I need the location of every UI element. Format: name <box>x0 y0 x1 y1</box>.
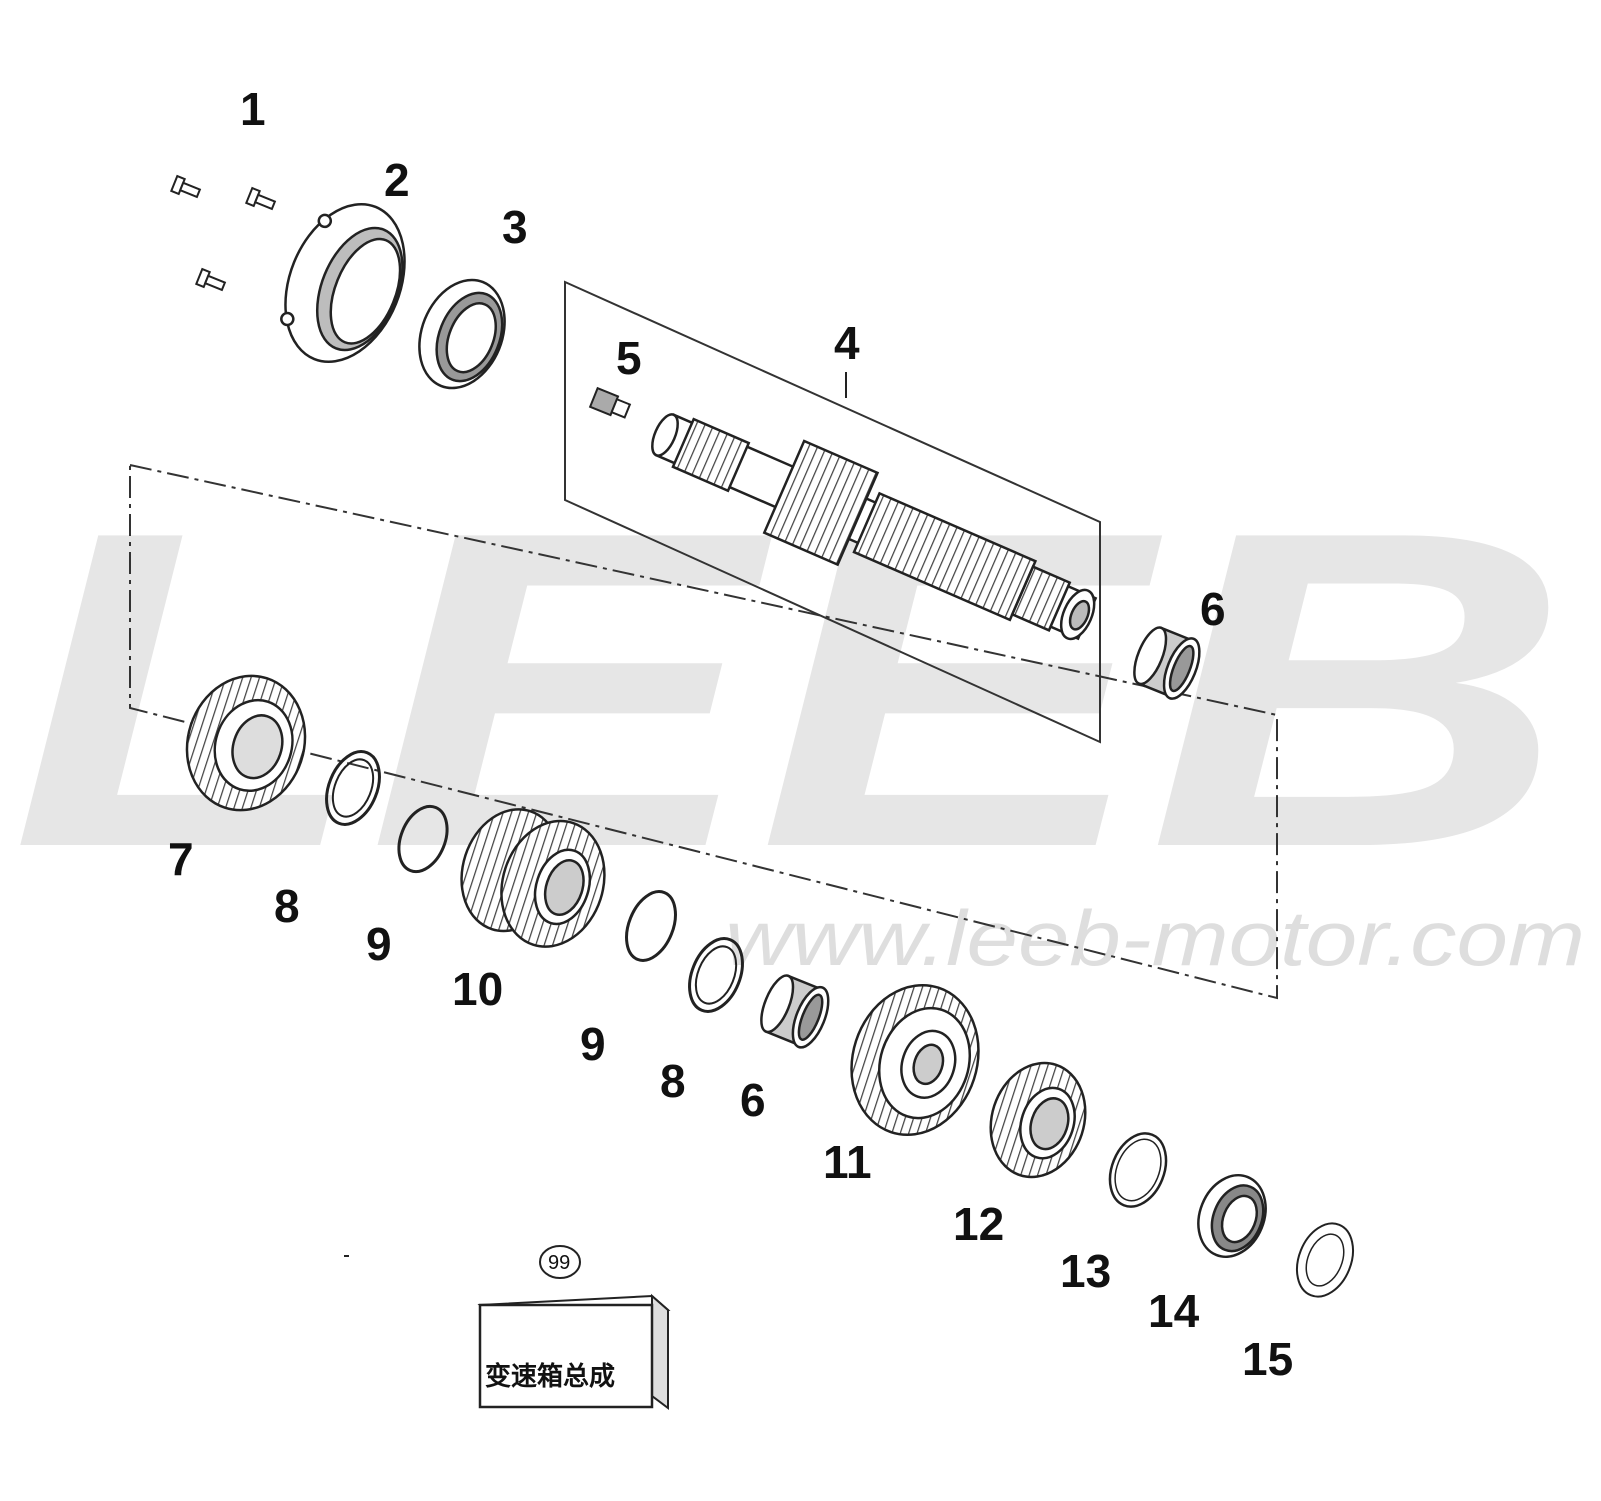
bearing-retainer-part-2 <box>280 202 406 364</box>
washer-part-15 <box>1296 1222 1354 1298</box>
gear-part-11 <box>850 983 980 1137</box>
callout-labels: 1 2 3 4 5 6 6 7 8 9 10 9 8 11 12 13 14 1… <box>168 83 1293 1385</box>
kit-label: 变速箱总成 <box>485 1361 615 1392</box>
callout-1: 1 <box>240 83 266 135</box>
main-shaft-part-4 <box>651 413 1098 641</box>
callout-10: 10 <box>452 963 503 1015</box>
callout-5: 5 <box>616 332 642 384</box>
circlip-part-9-right <box>625 890 677 962</box>
kit-number: 99 <box>548 1252 570 1274</box>
gear-assembly-frame <box>129 463 1278 1000</box>
shaft-assembly-frame <box>564 280 1101 744</box>
callout-11: 11 <box>823 1136 872 1188</box>
callout-6b: 6 <box>740 1074 766 1126</box>
callout-13: 13 <box>1060 1245 1111 1297</box>
callout-15: 15 <box>1242 1333 1293 1385</box>
callout-9b: 9 <box>580 1018 606 1070</box>
circlip-part-9-left <box>397 804 449 874</box>
callout-7: 7 <box>168 833 194 885</box>
washer-part-8-right <box>688 937 744 1013</box>
callout-6a: 6 <box>1200 583 1226 635</box>
callout-9a: 9 <box>366 918 392 970</box>
callout-14: 14 <box>1148 1285 1200 1337</box>
callout-2: 2 <box>384 154 410 206</box>
screw-part-1 <box>169 174 277 292</box>
washer-part-13 <box>1108 1132 1168 1208</box>
bushing-part-6-upper <box>1133 626 1201 700</box>
gear-part-12 <box>989 1061 1087 1179</box>
washer-part-8-left <box>325 750 381 826</box>
gear-part-7 <box>185 674 307 812</box>
callout-3: 3 <box>502 201 528 253</box>
stray-mark <box>344 1255 349 1257</box>
callout-8b: 8 <box>660 1055 686 1107</box>
callout-12: 12 <box>953 1198 1004 1250</box>
bearing-part-3 <box>418 278 506 390</box>
plug-part-5 <box>588 386 632 419</box>
kit-99-box: 99 变速箱总成 <box>477 1245 671 1410</box>
watermark-url: www.leeb-motor.com <box>725 894 1585 982</box>
kit-number-badge <box>539 1245 581 1279</box>
bushing-part-6-lower <box>760 974 830 1049</box>
bearing-part-14 <box>1197 1174 1267 1258</box>
callout-8a: 8 <box>274 880 300 932</box>
double-gear-part-10 <box>460 808 606 948</box>
callout-4: 4 <box>834 317 860 369</box>
